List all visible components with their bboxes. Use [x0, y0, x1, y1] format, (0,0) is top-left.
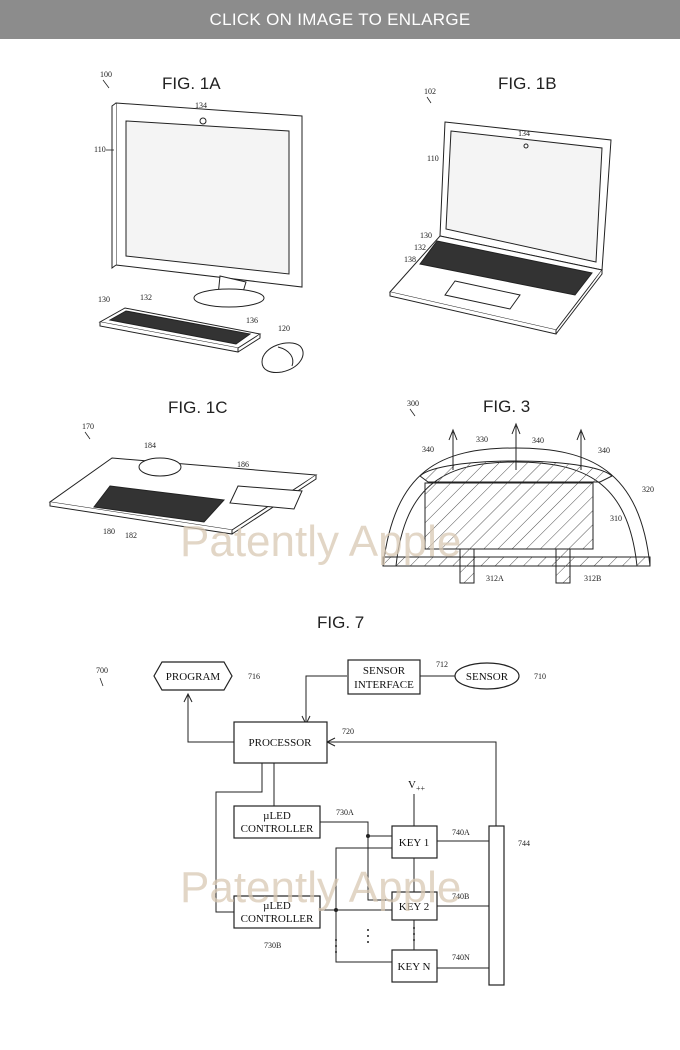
ref-710: 710: [534, 672, 546, 681]
ref-100: 100: [100, 70, 112, 79]
ref-740b: 740B: [452, 892, 469, 901]
controller-a-line1: µLED: [263, 810, 291, 822]
ref-184: 184: [144, 441, 156, 450]
fig-7-junctions: [334, 834, 415, 953]
key-1-block: KEY 1: [391, 825, 438, 859]
patent-figures: FIG. 1A 100 134 110 130 132 136 1: [48, 70, 654, 986]
program-label: PROGRAM: [166, 671, 221, 683]
sensor-label: SENSOR: [466, 671, 509, 683]
ref-340-c: 340: [598, 446, 610, 455]
fig-3: FIG. 3 300 330 340 340 340 320 310 312A …: [382, 397, 654, 584]
fig-1b: FIG. 1B 102 134 110 130 132 138: [389, 74, 612, 335]
fig-7-title: FIG. 7: [317, 613, 364, 632]
bus-744-block: [488, 825, 505, 986]
key-n-label: KEY N: [398, 961, 431, 973]
ref-130-1a: 130: [98, 295, 110, 304]
fig-3-title: FIG. 3: [483, 397, 530, 416]
ref-134-1a: 134: [195, 101, 207, 110]
ref-700: 700: [96, 666, 108, 675]
processor-label: PROCESSOR: [249, 737, 313, 749]
ref-180: 180: [103, 527, 115, 536]
ref-730b: 730B: [264, 941, 281, 950]
laptop-drawing: [389, 121, 612, 335]
ref-170: 170: [82, 422, 94, 431]
ref-120-1a: 120: [278, 324, 290, 333]
controller-a-block: µLED CONTROLLER: [233, 805, 321, 839]
watermark-1: Patently Apple: [180, 517, 461, 566]
ref-110-1a: 110: [94, 145, 106, 154]
ref-186: 186: [237, 460, 249, 469]
ref-320: 320: [642, 485, 654, 494]
sensor-interface-line1: SENSOR: [363, 665, 406, 677]
controller-b-line1: µLED: [263, 900, 291, 912]
fig-1c-title: FIG. 1C: [168, 398, 228, 417]
ref-110-1b: 110: [427, 154, 439, 163]
enlarge-banner-label: CLICK ON IMAGE TO ENLARGE: [209, 9, 471, 29]
ref-744: 744: [518, 839, 530, 848]
patent-drawing-sheet[interactable]: FIG. 1A 100 134 110 130 132 136 1: [0, 39, 680, 1045]
sensor-interface-block: SENSOR INTERFACE: [347, 659, 421, 695]
ref-740a: 740A: [452, 828, 470, 837]
key-2-label: KEY 2: [399, 901, 429, 913]
fig-7: FIG. 7 700: [96, 613, 546, 986]
fig-1a-title: FIG. 1A: [162, 74, 221, 93]
ref-132-1a: 132: [140, 293, 152, 302]
controller-b-block: µLED CONTROLLER: [233, 895, 321, 929]
ref-134-1b: 134: [518, 129, 530, 138]
ref-712: 712: [436, 660, 448, 669]
ref-716: 716: [248, 672, 260, 681]
sensor-block: SENSOR: [454, 662, 520, 690]
ref-300: 300: [407, 399, 419, 408]
ref-312b: 312B: [584, 574, 601, 583]
fig-1b-title: FIG. 1B: [498, 74, 557, 93]
ref-312a: 312A: [486, 574, 504, 583]
ref-136-1a: 136: [246, 316, 258, 325]
ref-740n: 740N: [452, 953, 470, 962]
keyboard-drawing: [98, 307, 262, 353]
fig-7-connectors: [183, 675, 497, 969]
controller-a-line2: CONTROLLER: [241, 823, 314, 835]
vcc-subscript: ++: [416, 784, 426, 793]
enlarge-banner[interactable]: CLICK ON IMAGE TO ENLARGE: [0, 0, 680, 39]
ref-730a: 730A: [336, 808, 354, 817]
ref-138-1b: 138: [404, 255, 416, 264]
sensor-interface-line2: INTERFACE: [354, 679, 414, 691]
ref-330: 330: [476, 435, 488, 444]
ref-132-1b: 132: [414, 243, 426, 252]
key-n-block: KEY N: [391, 949, 438, 983]
watermark-2: Patently Apple: [180, 863, 461, 912]
monitor-drawing: [111, 102, 303, 308]
ref-102: 102: [424, 87, 436, 96]
mouse-drawing: [261, 342, 304, 373]
key-cross-section-drawing: [382, 422, 651, 584]
key-1-label: KEY 1: [399, 837, 429, 849]
processor-block: PROCESSOR: [233, 721, 328, 764]
key-2-block: KEY 2: [391, 891, 438, 921]
program-block: PROGRAM: [153, 661, 233, 691]
fig-1a: FIG. 1A 100 134 110 130 132 136 1: [94, 70, 304, 373]
fig-1c: FIG. 1C 170 184 186 180 182: [48, 398, 318, 540]
vcc-label: V: [408, 779, 416, 791]
ref-720: 720: [342, 727, 354, 736]
input-device-drawing: [48, 457, 318, 535]
ref-130-1b: 130: [420, 231, 432, 240]
ref-340-a: 340: [422, 445, 434, 454]
controller-b-line2: CONTROLLER: [241, 913, 314, 925]
ref-340-b: 340: [532, 436, 544, 445]
ref-182: 182: [125, 531, 137, 540]
ref-310: 310: [610, 514, 622, 523]
